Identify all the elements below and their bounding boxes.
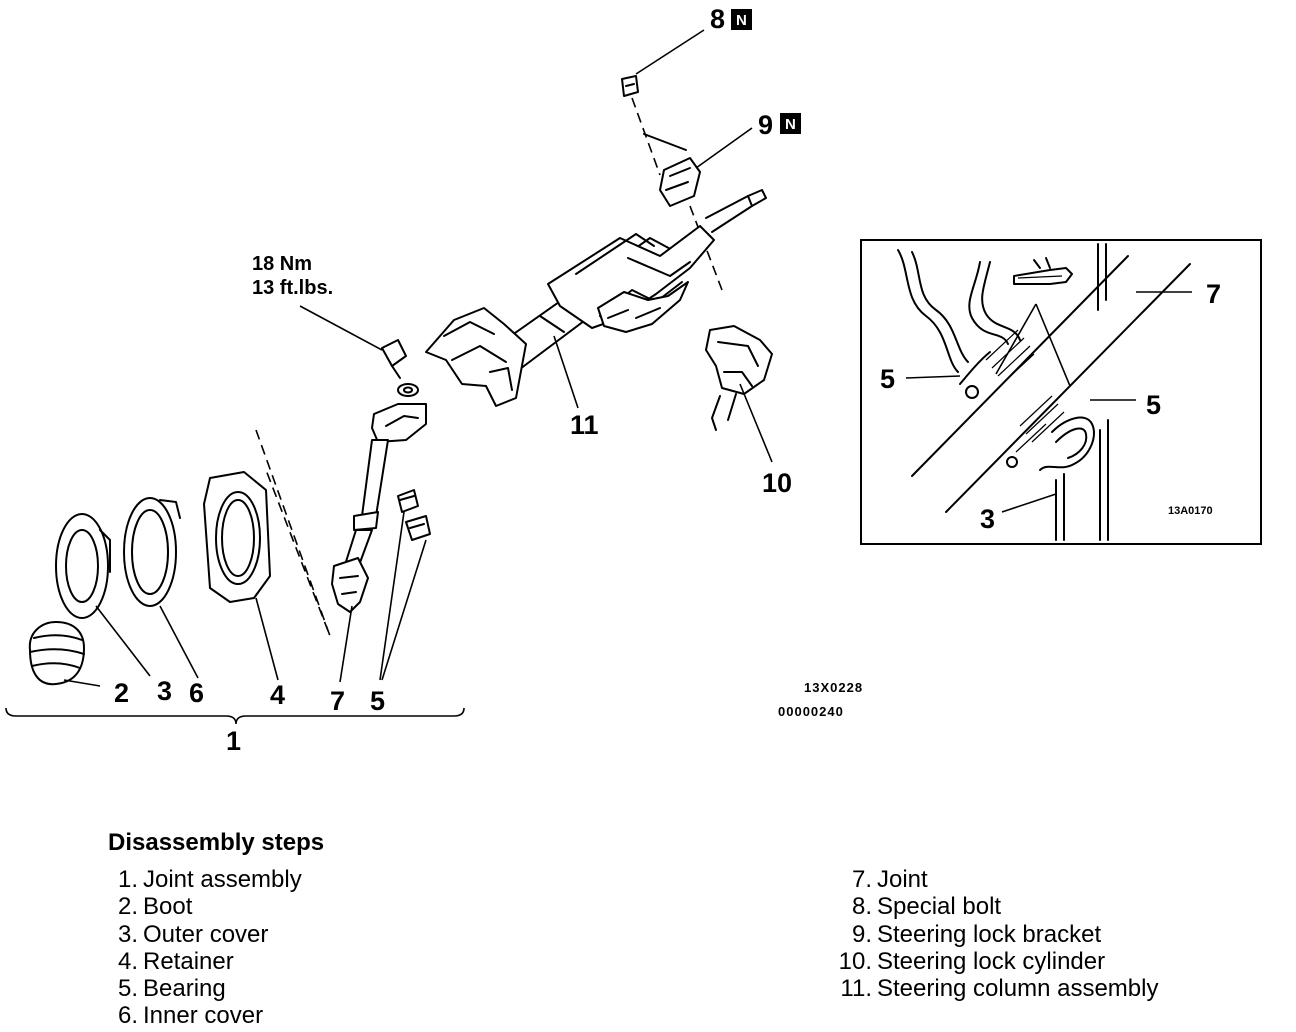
inset-callout-5-left: 5 — [880, 364, 895, 394]
steering-lock-bracket-part-9 — [643, 133, 723, 291]
special-bolt-part-8 — [621, 75, 661, 176]
boot-part-2 — [28, 621, 85, 686]
step-number: 7. — [851, 866, 872, 893]
step-label: Boot — [143, 893, 193, 921]
inset-callout-7: 7 — [1206, 279, 1221, 309]
step-item: 3.Outer cover — [108, 921, 302, 948]
inner-cover-part-6 — [123, 497, 181, 607]
callout-6: 6 — [189, 678, 204, 708]
step-item: 2.Boot — [108, 893, 302, 920]
step-number: 9. — [851, 920, 872, 948]
step-label: Joint assembly — [143, 866, 302, 893]
inset-frame — [860, 239, 1262, 545]
step-number: 4. — [117, 947, 138, 975]
step-label: Outer cover — [143, 920, 269, 948]
callout-4: 4 — [270, 680, 285, 710]
torque-bolt — [381, 339, 419, 397]
disassembly-steps-title: Disassembly steps — [108, 829, 325, 856]
step-item: 1.Joint assembly — [108, 866, 302, 893]
document-code: 00000240 — [778, 704, 844, 719]
step-item: 8.Special bolt — [826, 893, 1158, 920]
callout-2: 2 — [114, 678, 129, 708]
step-item: 9.Steering lock bracket — [826, 921, 1158, 948]
step-number: 2. — [117, 893, 138, 921]
step-item: 11.Steering column assembly — [826, 975, 1158, 1002]
step-label: Steering column assembly — [877, 975, 1159, 1003]
steering-column-assembly-part-11 — [425, 189, 767, 407]
steering-lock-cylinder-part-10 — [705, 325, 773, 431]
callout-10: 10 — [762, 468, 792, 498]
new-part-badge-9 — [780, 113, 801, 134]
callout-7: 7 — [330, 686, 345, 716]
outer-cover-part-3 — [55, 513, 111, 619]
step-label: Steering lock cylinder — [877, 947, 1106, 975]
step-number: 6. — [117, 1002, 138, 1030]
detail-inset: 7 5 5 3 13A0170 — [860, 239, 1262, 545]
inset-callout-5-right: 5 — [1146, 390, 1161, 420]
new-part-badge-9-label: N — [785, 116, 796, 133]
callout-5: 5 — [370, 686, 385, 716]
inset-code: 13A0170 — [1168, 505, 1213, 517]
callout-3: 3 — [157, 676, 172, 706]
callout-8: 8 — [710, 4, 725, 34]
disassembly-steps-left-column: 1.Joint assembly 2.Boot 3.Outer cover 4.… — [108, 866, 302, 1030]
torque-spec-imperial: 13 ft.lbs. — [252, 277, 333, 299]
new-part-badge-8 — [731, 9, 752, 30]
step-item: 4.Retainer — [108, 948, 302, 975]
step-label: Inner cover — [143, 1002, 264, 1030]
disassembly-steps-right-column: 7.Joint 8.Special bolt 9.Steering lock b… — [826, 866, 1159, 1002]
step-number: 1. — [117, 866, 138, 893]
step-number: 11. — [840, 975, 872, 1003]
torque-spec-metric: 18 Nm — [252, 253, 312, 275]
assembly-brace — [5, 707, 465, 725]
figure-code: 13X0228 — [804, 680, 863, 695]
new-part-badge-8-label: N — [736, 12, 747, 29]
bearing-part-5 — [397, 489, 431, 541]
step-number: 10. — [838, 947, 872, 975]
step-number: 5. — [117, 975, 138, 1003]
joint-part-7 — [331, 403, 427, 613]
inset-callout-3: 3 — [980, 504, 995, 534]
step-number: 3. — [117, 920, 138, 948]
step-label: Steering lock bracket — [877, 920, 1102, 948]
callout-9: 9 — [758, 110, 773, 140]
step-item: 6.Inner cover — [108, 1002, 302, 1029]
retainer-part-4 — [203, 429, 331, 637]
exploded-view-diagram: 8 N 9 N 18 Nm 13 ft.lbs. 11 10 2 3 6 4 7… — [5, 4, 1262, 756]
callout-1: 1 — [226, 726, 241, 756]
callout-11: 11 — [570, 410, 599, 440]
step-item: 5.Bearing — [108, 975, 302, 1002]
step-number: 8. — [851, 893, 872, 921]
leader-lines — [63, 29, 773, 687]
step-label: Special bolt — [877, 893, 1002, 921]
step-label: Retainer — [143, 947, 234, 975]
step-item: 7.Joint — [826, 866, 1158, 893]
step-item: 10.Steering lock cylinder — [826, 948, 1158, 975]
step-label: Bearing — [143, 975, 226, 1003]
step-label: Joint — [877, 866, 928, 893]
